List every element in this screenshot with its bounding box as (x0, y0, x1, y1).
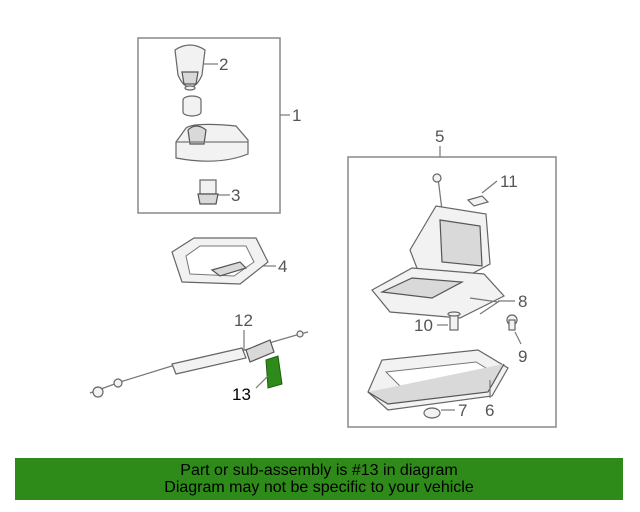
assembly-box-1 (137, 37, 281, 214)
callout-13: 13 (232, 385, 251, 404)
retainer-clip-part-11[interactable] (466, 195, 490, 207)
callout-5: 5 (435, 127, 444, 146)
grommet-part-7[interactable] (423, 407, 441, 419)
banner-line-2: Diagram may not be specific to your vehi… (164, 479, 474, 496)
info-banner: Part or sub-assembly is #13 in diagram D… (15, 458, 623, 500)
cable-clip-part-13[interactable] (265, 355, 283, 389)
bolt-part-10[interactable] (447, 311, 461, 331)
bulb-holder-part[interactable] (197, 179, 219, 205)
callout-6: 6 (485, 401, 494, 420)
callout-1: 1 (292, 106, 301, 125)
collar-ring-part[interactable] (182, 95, 202, 117)
screw-part-9[interactable] (506, 314, 518, 331)
bracket-part-8[interactable] (469, 297, 500, 315)
shift-cable-part[interactable] (89, 330, 309, 398)
callout-3: 3 (231, 186, 240, 205)
callout-12: 12 (234, 311, 253, 330)
assembly-box-5 (347, 156, 557, 428)
callout-2: 2 (219, 55, 228, 74)
console-bezel-part[interactable] (171, 237, 269, 285)
shifter-assembly-part[interactable] (371, 173, 505, 319)
callout-10: 10 (414, 316, 433, 335)
console-housing-part[interactable] (367, 349, 509, 411)
shift-boot-part[interactable] (175, 123, 249, 162)
callout-4: 4 (278, 257, 287, 276)
shift-knob-part[interactable] (174, 44, 206, 91)
callout-7: 7 (458, 401, 467, 420)
banner-line-1: Part or sub-assembly is #13 in diagram (180, 462, 458, 479)
callout-11: 11 (500, 172, 518, 191)
callout-9: 9 (518, 347, 527, 366)
callout-8: 8 (518, 292, 527, 311)
